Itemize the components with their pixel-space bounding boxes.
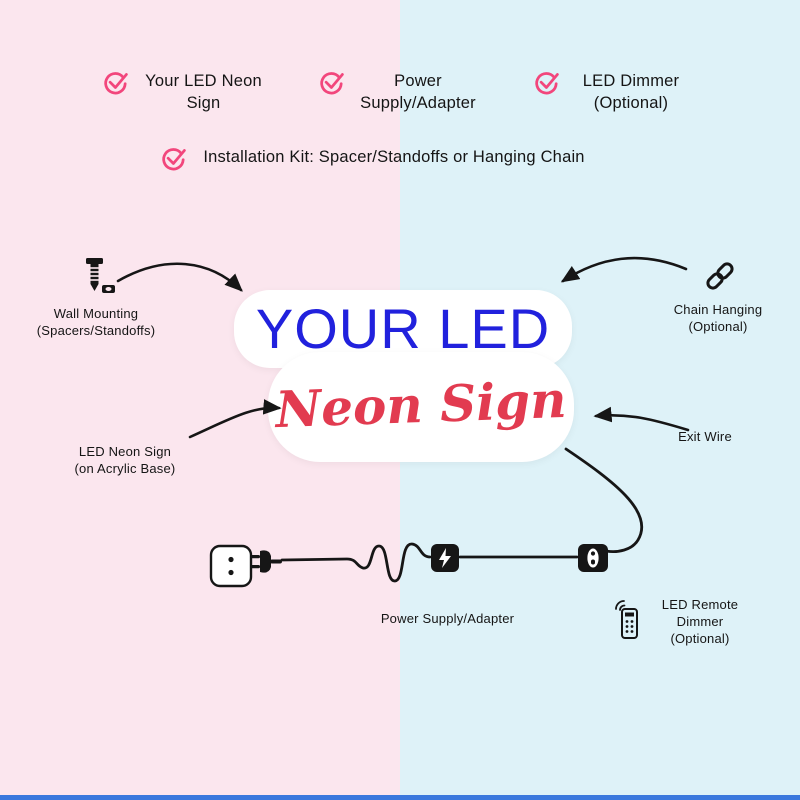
- callout-remote-dimmer: LED Remote Dimmer (Optional): [642, 596, 758, 647]
- screw-icon: [78, 256, 118, 298]
- checklist-item-installation-kit: Installation Kit: Spacer/Standoffs or Ha…: [160, 146, 594, 172]
- check-icon: [318, 70, 344, 96]
- callout-power-supply: Power Supply/Adapter: [340, 610, 555, 627]
- checklist-label: Power Supply/Adapter: [360, 72, 476, 113]
- outlet-icon: [209, 544, 253, 588]
- callout-exit-wire: Exit Wire: [650, 428, 760, 445]
- sign-title-text: YOUR LED: [255, 297, 551, 360]
- bottom-border: [0, 795, 800, 800]
- power-adapter-icon: [430, 543, 460, 573]
- callout-line: Power Supply/Adapter: [380, 611, 515, 626]
- checklist-label: Your LED Neon Sign: [145, 72, 262, 113]
- callout-line: Wall Mounting: [53, 306, 139, 321]
- plug-icon: [250, 549, 284, 575]
- checklist-item-dimmer: LED Dimmer (Optional): [533, 70, 695, 115]
- callout-line: Chain Hanging: [673, 302, 763, 317]
- check-icon: [102, 70, 128, 96]
- callout-line: (on Acrylic Base): [74, 461, 176, 477]
- remote-icon: [613, 600, 643, 640]
- callout-led-neon-sign: LED Neon Sign (on Acrylic Base): [35, 443, 215, 477]
- callout-line: Dimmer: [676, 614, 724, 630]
- callout-line: (Spacers/Standoffs): [36, 323, 156, 339]
- callout-wall-mounting: Wall Mounting (Spacers/Standoffs): [8, 305, 184, 339]
- callout-line: Exit Wire: [678, 429, 732, 444]
- checklist-label: LED Dimmer (Optional): [582, 72, 680, 113]
- callout-line: LED Neon Sign: [78, 444, 172, 459]
- dimmer-switch-icon: [577, 543, 609, 573]
- callout-chain-hanging: Chain Hanging (Optional): [638, 301, 798, 335]
- sign-script-text: Neon Sign: [274, 369, 568, 440]
- checklist-item-neon-sign: Your LED Neon Sign: [102, 70, 271, 115]
- callout-line: (Optional): [670, 631, 730, 647]
- callout-line: (Optional): [688, 319, 748, 335]
- check-icon: [160, 146, 186, 172]
- chain-link-icon: [702, 258, 738, 294]
- check-icon: [533, 70, 559, 96]
- acrylic-base-bottom: [268, 352, 574, 462]
- checklist-item-power-supply: Power Supply/Adapter: [318, 70, 484, 115]
- callout-line: LED Remote: [661, 597, 739, 612]
- checklist-label: Installation Kit: Spacer/Standoffs or Ha…: [203, 148, 585, 166]
